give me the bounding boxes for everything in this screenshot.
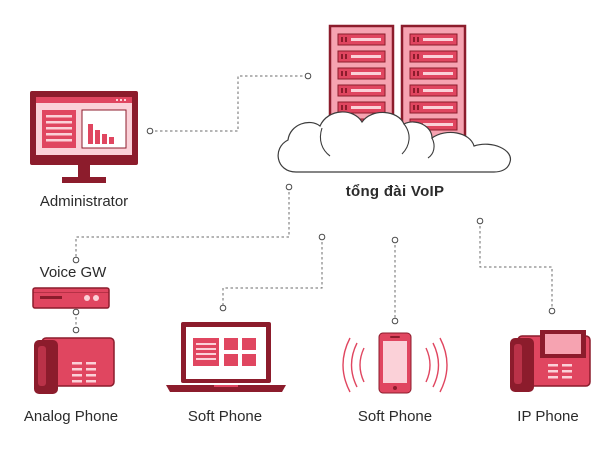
cloud-icon: [277, 111, 511, 173]
laptop-icon: [166, 322, 286, 392]
ip-phone-label: IP Phone: [517, 408, 579, 425]
connector-lines: [75, 75, 553, 330]
admin-monitor-icon: [30, 91, 138, 183]
ip-phone-icon: [510, 330, 591, 392]
smartphone-icon: [342, 332, 448, 394]
analog-phone-label: Analog Phone: [23, 408, 119, 425]
soft-phone-pc-label: Soft Phone: [187, 408, 263, 425]
connector-server-gateway: [75, 187, 290, 260]
connector-admin-server: [150, 75, 308, 132]
soft-phone-mobile-label: Soft Phone: [357, 408, 433, 425]
gateway-label: Voice GW: [39, 264, 107, 281]
voice-gateway-icon: [32, 287, 110, 309]
connector-server-ipphone: [479, 221, 553, 311]
connector-server-softphone-pc: [222, 237, 323, 308]
connector-endpoints: [72, 72, 556, 334]
admin-label: Administrator: [39, 193, 129, 210]
analog-phone-icon: [34, 337, 115, 394]
server-label: tổng đài VoIP: [345, 183, 445, 200]
